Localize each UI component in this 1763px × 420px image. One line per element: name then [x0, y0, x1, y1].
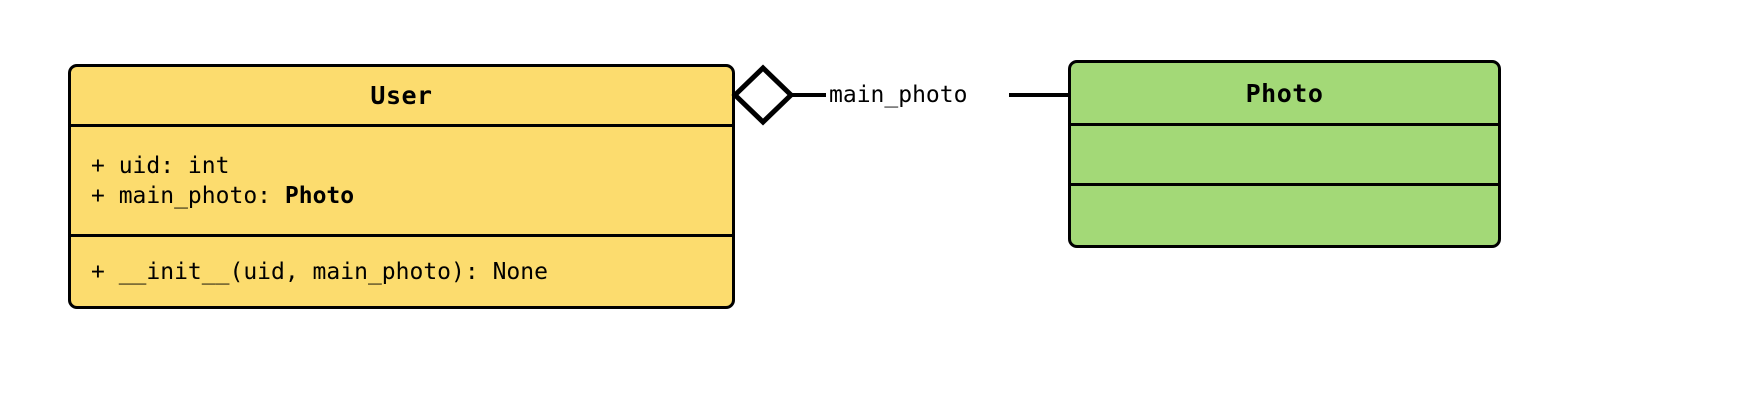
attribute-main-photo-type: Photo — [284, 182, 355, 209]
method-init: + __init__(uid, main_photo): None — [91, 258, 548, 285]
class-user-methods: + __init__(uid, main_photo): None — [71, 234, 732, 306]
class-photo-title: Photo — [1245, 78, 1324, 108]
class-user-title: User — [370, 81, 433, 110]
attribute-main-photo: + main_photo: Photo — [91, 181, 712, 211]
attribute-main-photo-prefix: + main_photo: — [91, 182, 285, 209]
uml-class-photo[interactable]: Photo — [1068, 60, 1501, 248]
class-photo-methods — [1071, 183, 1498, 245]
association-label-main-photo: main_photo — [826, 81, 971, 109]
attribute-uid: + uid: int — [91, 152, 230, 179]
class-user-attributes: + uid: int + main_photo: Photo — [71, 124, 732, 234]
aggregation-diamond-icon — [731, 64, 795, 126]
uml-class-user[interactable]: User + uid: int + main_photo: Photo + __… — [68, 64, 735, 309]
class-photo-attributes — [1071, 123, 1498, 183]
